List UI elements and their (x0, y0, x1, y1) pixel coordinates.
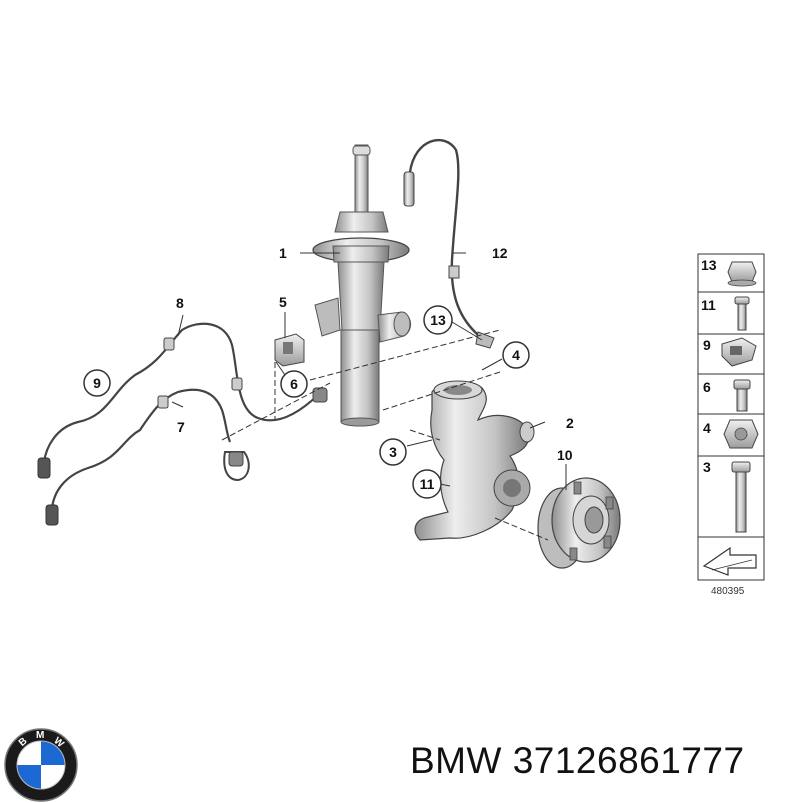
bolt-hex-icon (733, 379, 751, 412)
callout-12: 12 (492, 245, 508, 261)
bmw-logo-icon: B M W (4, 728, 78, 802)
logo-letter-m: M (36, 730, 44, 741)
callout-8: 8 (176, 295, 184, 311)
hardware-legend: 13 11 9 6 4 3 (697, 253, 765, 597)
callout-circle-13: 13 (423, 305, 453, 335)
bolt-long-icon (731, 461, 751, 533)
callout-5: 5 (279, 294, 287, 310)
callout-6: 6 (290, 376, 298, 392)
legend-label-3: 3 (703, 459, 711, 475)
legend-label-4: 4 (703, 420, 711, 436)
brake-wear-sensor-wires (37, 322, 328, 526)
callout-circle-6: 6 (280, 370, 308, 398)
callout-circle-9: 9 (83, 369, 111, 397)
bolt-short-icon (734, 296, 750, 331)
callout-10: 10 (557, 447, 573, 463)
shock-strut (312, 144, 411, 427)
callout-4: 4 (512, 347, 520, 363)
legend-label-11: 11 (701, 297, 716, 313)
flange-nut-icon (727, 261, 757, 287)
legend-label-13: 13 (701, 257, 717, 273)
callout-circle-11: 11 (412, 469, 442, 499)
clip-icon (721, 337, 757, 367)
direction-arrow-icon (702, 546, 757, 576)
steering-knuckle (414, 380, 535, 541)
wheel-speed-sensor (403, 138, 495, 349)
legend-label-9: 9 (703, 337, 711, 353)
diagram-id: 480395 (711, 586, 745, 597)
callout-1: 1 (279, 245, 287, 261)
callout-circle-4: 4 (502, 341, 530, 369)
callout-9: 9 (93, 375, 101, 391)
callout-3: 3 (389, 444, 397, 460)
wheel-hub (537, 477, 621, 569)
hex-nut-icon (723, 419, 759, 449)
sensor-clip (274, 333, 305, 367)
legend-label-6: 6 (703, 379, 711, 395)
callouts: 1 12 8 5 7 2 9 6 13 4 3 11 10 (83, 245, 574, 499)
callout-2: 2 (566, 415, 574, 431)
callout-13: 13 (430, 312, 446, 328)
callout-circle-3: 3 (379, 438, 407, 466)
callout-7: 7 (177, 419, 185, 435)
callout-11: 11 (420, 476, 435, 492)
part-number-caption: BMW 37126861777 (410, 740, 745, 781)
leader-lines (171, 252, 567, 541)
